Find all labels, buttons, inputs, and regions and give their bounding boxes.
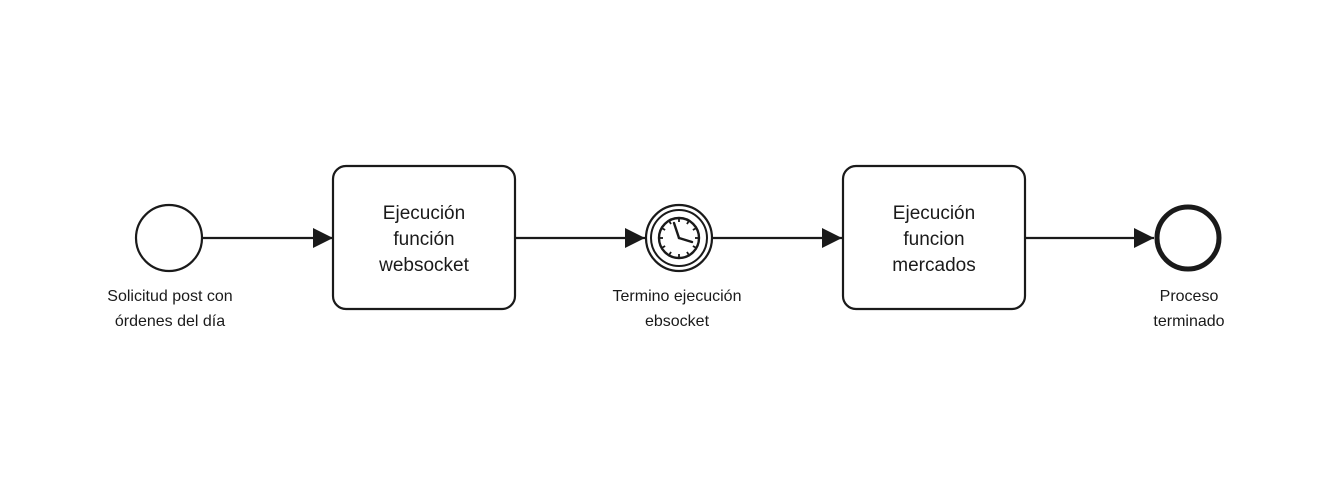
timer-event-label-line-1: Termino ejecución	[613, 288, 742, 305]
task-websocket-label-line-1: Ejecución	[383, 203, 465, 224]
start-event-circle-icon	[134, 203, 204, 273]
task-mercados[interactable]: Ejecución funcion mercados	[841, 164, 1027, 311]
timer-event[interactable]: Termino ejecución ebsocket	[613, 203, 742, 330]
end-event-circle-icon	[1154, 204, 1222, 272]
end-event[interactable]: Proceso terminado	[1153, 204, 1225, 330]
task-websocket-label-line-2: función	[393, 229, 454, 250]
task-websocket-box	[331, 164, 517, 311]
start-event-label-line-2: órdenes del día	[115, 313, 225, 330]
end-event-label-line-2: terminado	[1153, 313, 1224, 330]
timer-event-inner-ring	[650, 209, 708, 267]
task-mercados-label-line-2: funcion	[903, 229, 964, 250]
task-mercados-label-line-3: mercados	[892, 255, 975, 276]
task-websocket-label-line-3: websocket	[378, 255, 469, 276]
task-mercados-box	[841, 164, 1027, 311]
start-event[interactable]: Solicitud post con órdenes del día	[107, 203, 233, 330]
timer-event-label-line-2: ebsocket	[645, 313, 710, 330]
task-websocket[interactable]: Ejecución función websocket	[331, 164, 517, 311]
clock-icon	[657, 216, 701, 260]
task-mercados-label-line-1: Ejecución	[893, 203, 975, 224]
start-event-label-line-1: Solicitud post con	[107, 288, 232, 305]
end-event-label-line-1: Proceso	[1160, 288, 1219, 305]
